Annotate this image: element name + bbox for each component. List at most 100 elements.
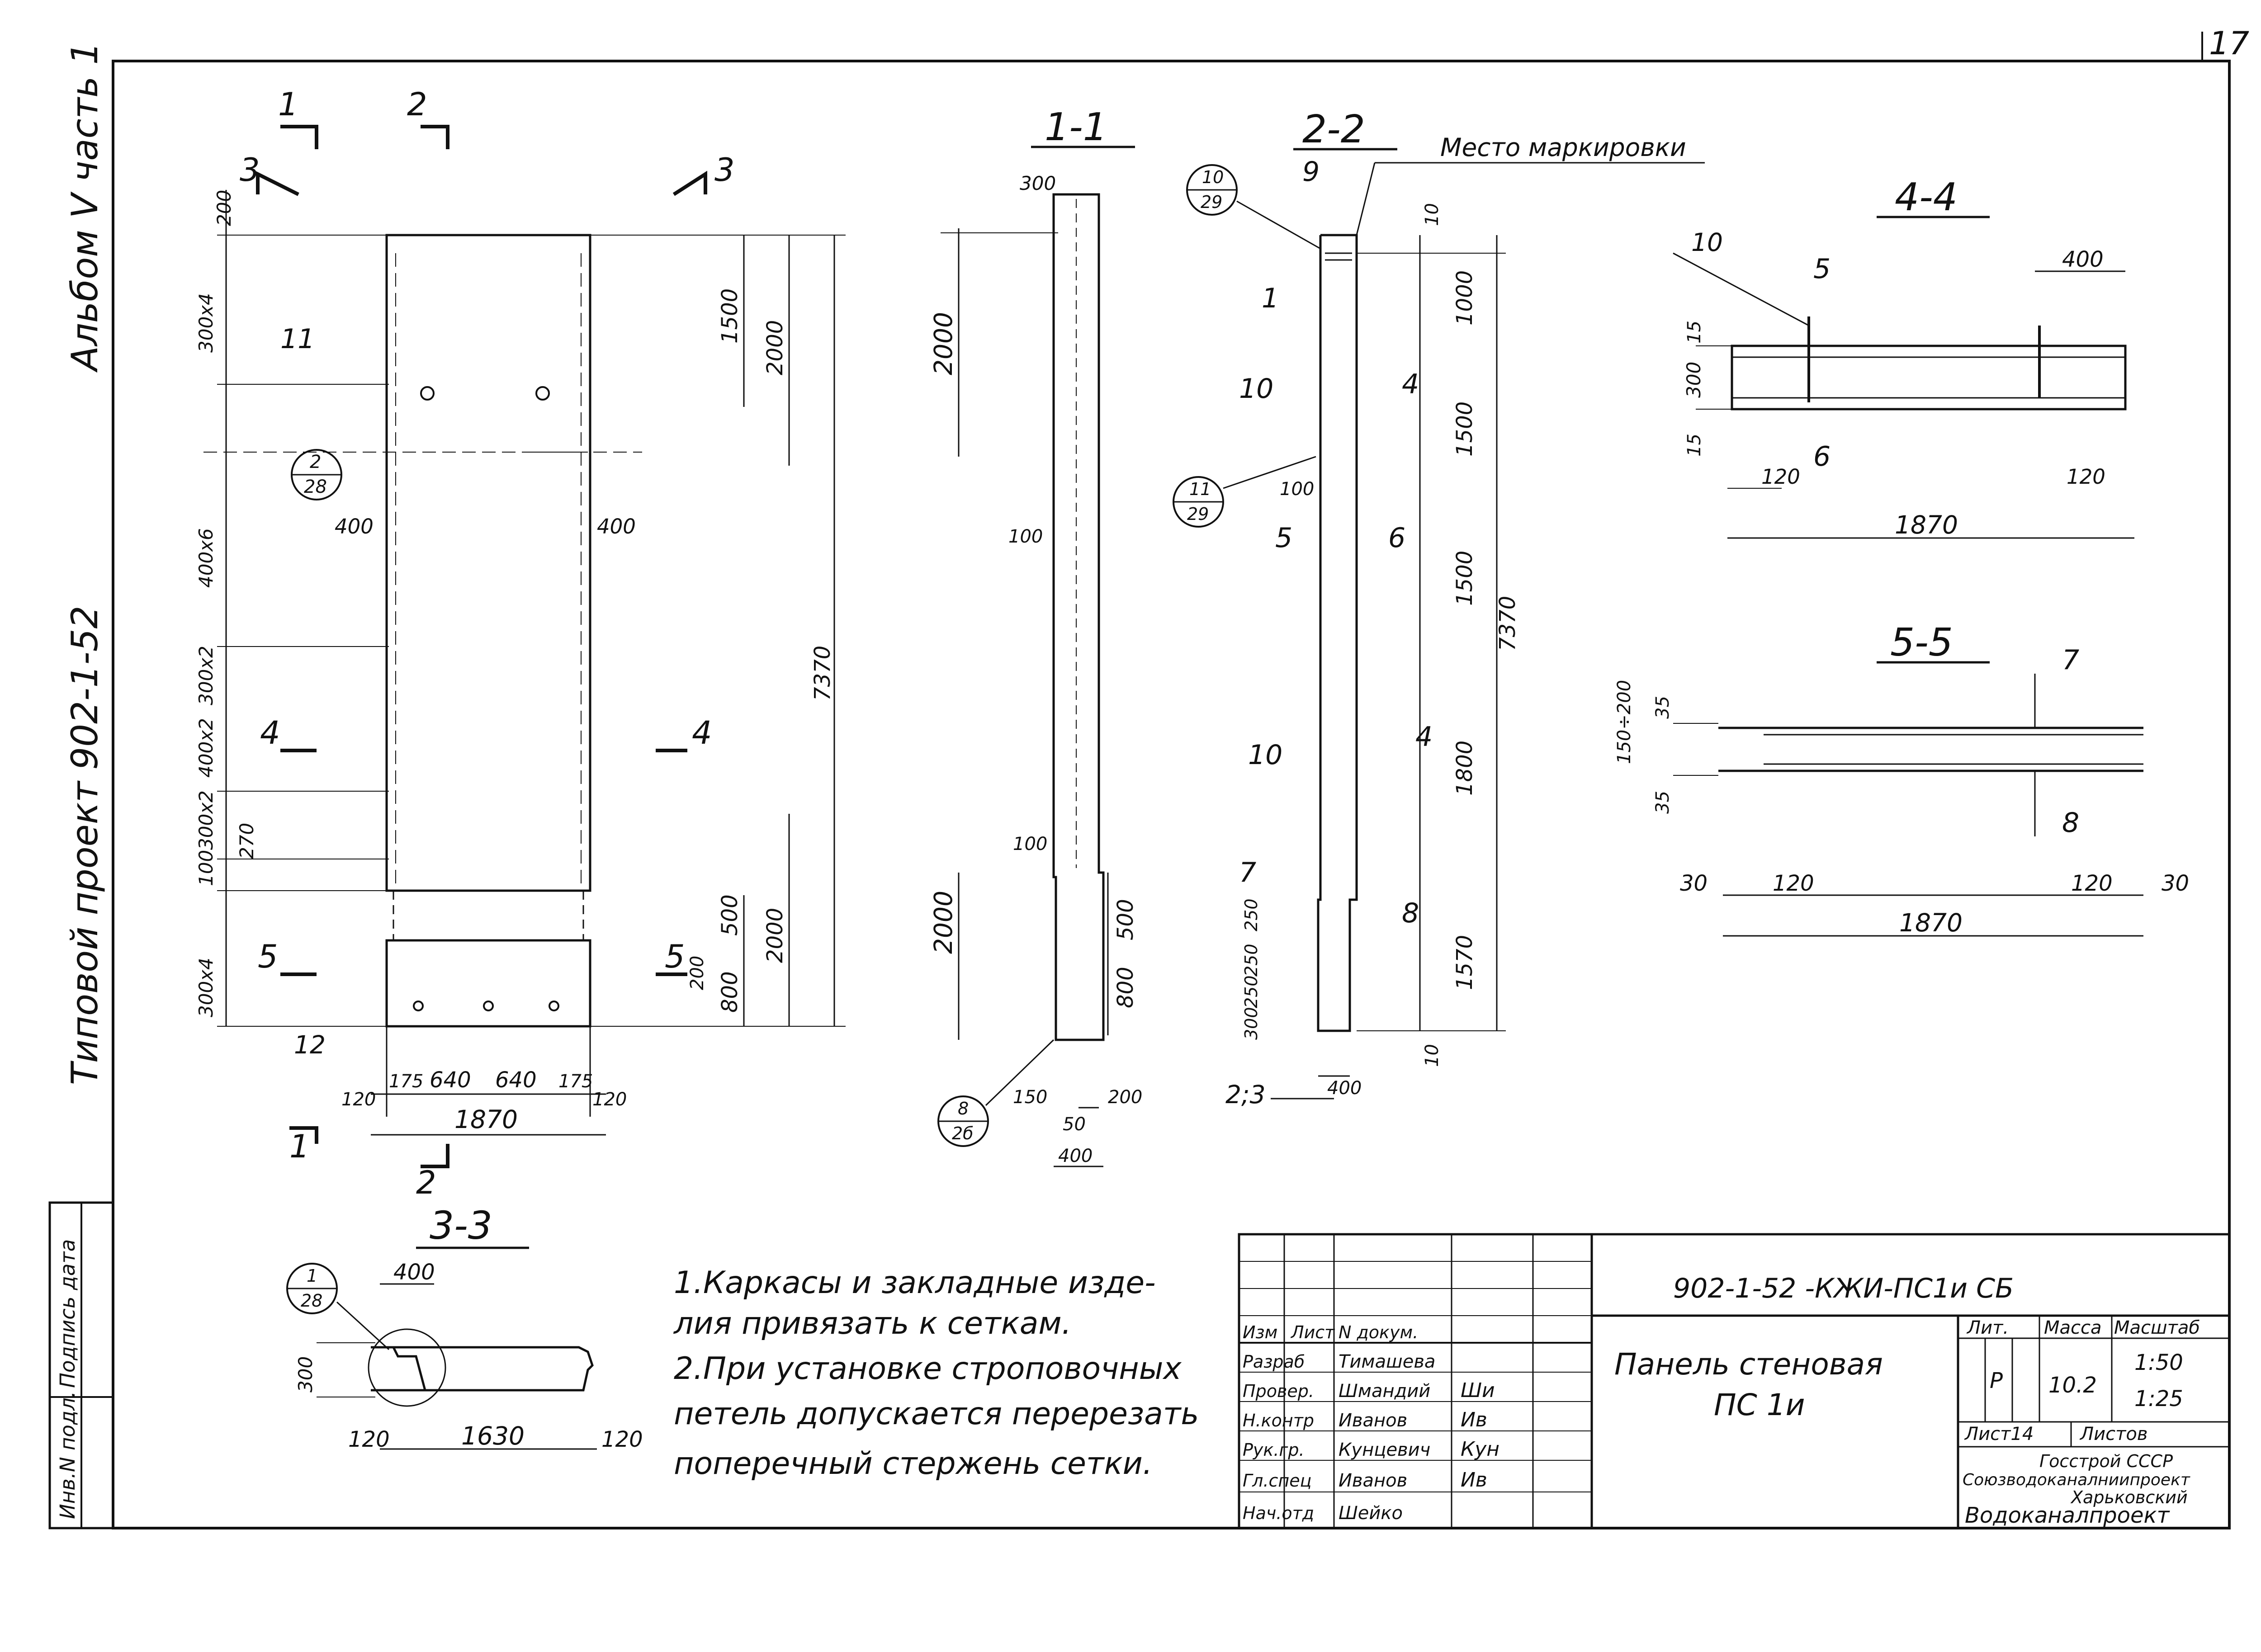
section-5-5-dim: 35 bbox=[1652, 696, 1673, 719]
section-1-1-dim: 800 bbox=[1113, 967, 1138, 1008]
section-5-5-dim: 30 bbox=[2162, 871, 2189, 896]
front-right-dim: 1500 bbox=[717, 288, 743, 344]
section-3-3-dim: 120 bbox=[601, 1427, 643, 1452]
role-name: Иванов bbox=[1339, 1410, 1407, 1431]
front-bottom-dim: 640 bbox=[495, 1067, 537, 1093]
section-2-2-pos: 8 bbox=[1402, 897, 1419, 929]
front-callout-2-top: 2 bbox=[310, 452, 321, 472]
section-2-2-pos: 10 bbox=[1248, 739, 1282, 771]
section-2-2-right-dims: 10 1000 1500 1500 7370 1800 1570 10 bbox=[1422, 203, 1520, 1067]
section-2-2-dim-100: 100 bbox=[1280, 479, 1314, 500]
change-header: N докум. bbox=[1339, 1322, 1418, 1342]
section-3-3-callout-top: 1 bbox=[307, 1266, 317, 1286]
front-right-dim: 7370 bbox=[810, 646, 835, 701]
section-3-3-callout-bottom: 28 bbox=[301, 1291, 322, 1311]
section-3-3-title: 3-3 bbox=[430, 1204, 492, 1248]
front-left-dim: 270 bbox=[236, 823, 258, 859]
section-2-2-right-dim: 10 bbox=[1422, 203, 1443, 226]
title-document-code: 902-1-52 -КЖИ-ПС1и СБ bbox=[1673, 1273, 2014, 1304]
section-2-2-left-dim: 250 bbox=[1241, 944, 1261, 977]
album-label: Альбом V часть 1 bbox=[64, 42, 106, 373]
title-header-lit: Лит. bbox=[1966, 1317, 2009, 1338]
section-1-1-dim: 100 bbox=[1008, 526, 1043, 547]
section-2-2-callout-top-b: 29 bbox=[1201, 192, 1222, 212]
section-2-2-title: 2-2 bbox=[1302, 107, 1365, 152]
title-lit-value: Р bbox=[1990, 1368, 2003, 1393]
title-mass-value: 10.2 bbox=[2048, 1373, 2097, 1398]
title-sheet: Лист14 bbox=[1964, 1424, 2034, 1444]
section-2-2-left-dim: 250 bbox=[1241, 975, 1261, 1008]
section-1-1-dim: 100 bbox=[1013, 834, 1047, 854]
note-line: 2.При установке строповочных bbox=[674, 1351, 1182, 1387]
section-2-2-left-dim: 300 bbox=[1241, 1007, 1261, 1040]
role-name: Иванов bbox=[1339, 1470, 1407, 1491]
section-3-3-dim: 400 bbox=[393, 1260, 435, 1285]
section-1-1-dim: 500 bbox=[1113, 899, 1138, 940]
section-1-1-dim: 2000 bbox=[929, 312, 958, 375]
title-org-line: Союзводоканалниипроект bbox=[1963, 1471, 2190, 1489]
section-1-1 bbox=[937, 146, 1135, 1167]
section-2-2-left-dim: 250 bbox=[1241, 898, 1261, 931]
front-label-12: 12 bbox=[294, 1030, 326, 1059]
section-1-1-dim: 400 bbox=[1058, 1146, 1093, 1166]
role-title: Нач.отд bbox=[1243, 1503, 1314, 1523]
section-4-4-title: 4-4 bbox=[1895, 175, 1958, 220]
role-sign: Ши bbox=[1461, 1379, 1495, 1402]
section-4-4-dim: 1870 bbox=[1895, 510, 1958, 539]
role-title: Рук.гр. bbox=[1243, 1440, 1305, 1460]
section-3-3-dim: 120 bbox=[348, 1427, 390, 1452]
title-scale-value: 1:25 bbox=[2134, 1386, 2183, 1411]
section-2-2-callout-mid-b: 29 bbox=[1187, 504, 1209, 524]
section-4-4-dim: 15 bbox=[1684, 434, 1705, 457]
front-label-11: 11 bbox=[280, 323, 315, 355]
role-title: Гл.спец bbox=[1243, 1471, 1312, 1491]
section-5-5-dim: 35 bbox=[1652, 791, 1673, 814]
title-name-line1: Панель стеновая bbox=[1614, 1347, 1883, 1382]
front-bottom-dim: 175 bbox=[389, 1071, 423, 1092]
section-4-4-dim: 300 bbox=[1683, 362, 1705, 398]
section-5-5-dim: 120 bbox=[1773, 871, 1814, 896]
section-2-2-marking: Место маркировки bbox=[1440, 133, 1686, 162]
front-right-dims: 1500 2000 7370 500 2000 800 200 bbox=[687, 288, 835, 1013]
section-2-2-right-dim: 1570 bbox=[1452, 935, 1477, 990]
role-title: Разраб bbox=[1243, 1352, 1305, 1372]
section-2-2-pos: 4 bbox=[1402, 368, 1419, 400]
section-3-3-dim: 1630 bbox=[461, 1421, 525, 1450]
section-4-4-dim: 400 bbox=[2062, 247, 2104, 272]
front-dim-400-inner-right: 400 bbox=[597, 514, 636, 538]
front-left-dim: 200 bbox=[213, 190, 235, 226]
front-cut-3-right: 3 bbox=[714, 151, 735, 189]
role-name: Шмандий bbox=[1339, 1381, 1430, 1402]
front-left-dims: 200 300x4 400x6 400x2 300x2 300x2 100 27… bbox=[195, 190, 258, 1017]
front-cut-1: 1 bbox=[278, 86, 298, 123]
front-left-dim: 100 bbox=[195, 850, 217, 886]
title-org-line: Водоканалпроект bbox=[1965, 1503, 2170, 1528]
front-cut-2-bottom: 2 bbox=[416, 1164, 436, 1201]
title-block-frame bbox=[1238, 1233, 2231, 1529]
front-dim-400-inner-left: 400 bbox=[335, 514, 374, 538]
note-line: 1.Каркасы и закладные изде- bbox=[674, 1265, 1156, 1301]
section-4-4-label: 5 bbox=[1813, 253, 1831, 285]
role-sign: Ив bbox=[1461, 1468, 1487, 1492]
front-bottom-dim: 640 bbox=[430, 1067, 471, 1093]
front-right-dim: 500 bbox=[717, 894, 743, 936]
section-3-3 bbox=[286, 1246, 597, 1450]
front-left-dim: 400x2 bbox=[195, 718, 217, 778]
section-2-2-bottom-left: 2;3 bbox=[1225, 1080, 1266, 1109]
section-2-2-right-dim: 10 bbox=[1422, 1044, 1443, 1067]
note-line: поперечный стержень сетки. bbox=[674, 1446, 1152, 1482]
sheet-number: 17 bbox=[2209, 25, 2249, 62]
change-header: Лист bbox=[1290, 1322, 1335, 1342]
section-2-2-pos: 7 bbox=[1239, 857, 1256, 888]
front-left-dim: 300x2 bbox=[195, 790, 217, 850]
section-1-1-dim: 2000 bbox=[929, 891, 958, 954]
role-sign: Ив bbox=[1461, 1408, 1487, 1431]
section-5-5-label: 8 bbox=[2062, 807, 2079, 839]
front-view bbox=[203, 125, 846, 1168]
front-bottom-dim: 120 bbox=[592, 1089, 627, 1110]
section-4-4-dim: 15 bbox=[1684, 321, 1705, 344]
front-cut-1-bottom: 1 bbox=[289, 1128, 310, 1165]
section-1-1-callout-top: 8 bbox=[958, 1099, 969, 1119]
front-bottom-dim: 175 bbox=[558, 1071, 593, 1092]
stamp-inv: Инв.N подл. bbox=[56, 1391, 80, 1519]
